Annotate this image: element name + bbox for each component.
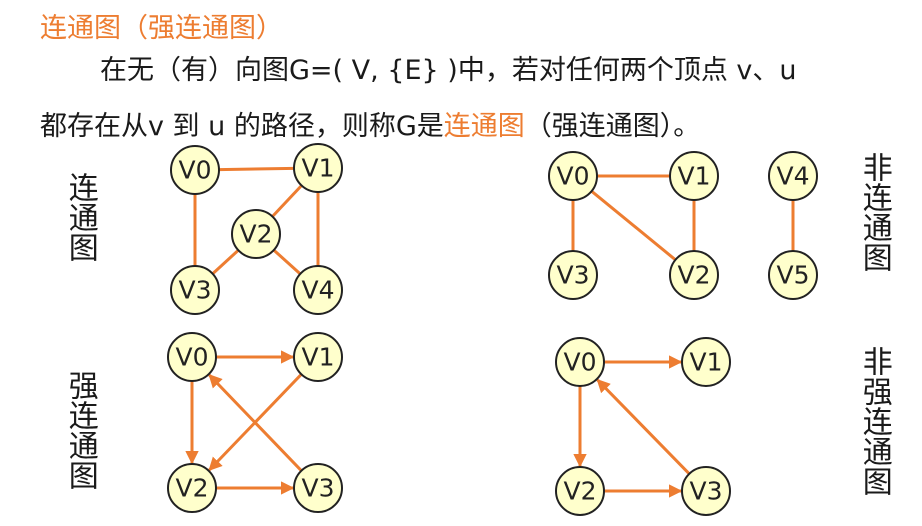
connected-node-V0: V0 [170,145,220,195]
definition-line-2: 都存在从v 到 u 的路径，则称G是连通图（强连通图）。 [40,104,700,143]
not-connected-node-V1-label: V1 [677,162,710,191]
label-strongly-connected: 强连通图 [62,370,98,490]
not-strongly-connected-node-V1: V1 [681,337,731,387]
strongly-connected-node-V2-circle [167,463,217,513]
label-not-strongly-connected: 非强连通图 [856,346,892,496]
label-not-connected: 非连通图 [856,152,892,272]
connected-node-V0-label: V0 [178,156,211,185]
not-connected-node-V2: V2 [669,250,719,300]
not-strongly-connected-node-V3: V3 [681,466,731,516]
strongly-connected-node-V3-circle [293,463,343,513]
edges-layer [185,166,795,498]
strongly-connected-node-V0: V0 [167,332,217,382]
definition-line-1: 在无（有）向图G=( V, {E} )中，若对任何两个顶点 v、u [100,55,797,86]
not-strongly-connected-node-V1-label: V1 [689,348,722,377]
strongly-connected-node-V1: V1 [293,332,343,382]
not-strongly-connected-node-V0-label: V0 [563,348,596,377]
connected-edge-V1-V2 [271,184,303,218]
not-connected-node-V0-label: V0 [556,162,589,191]
connected-node-V0-circle [170,145,220,195]
not-connected-node-V1-circle [669,151,719,201]
connected-node-V3-circle [170,265,220,315]
not-connected-node-V0: V0 [548,151,598,201]
not-connected-node-V4-circle [768,151,818,201]
strongly-connected-node-V2: V2 [167,463,217,513]
not-connected-node-V2-label: V2 [677,261,710,290]
connected-node-V1: V1 [293,143,343,193]
not-connected-node-V4-label: V4 [776,162,809,191]
strongly-connected-node-V1-label: V1 [301,343,334,372]
connected-edge-V2-V4 [272,248,302,276]
definition-line-2-prefix: 都存在从v 到 u 的路径，则称G是 [40,111,444,142]
strongly-connected-edge-V1-V2 [208,373,303,472]
label-connected: 连通图 [62,172,98,262]
not-connected-node-V5-label: V5 [776,261,809,290]
connected-node-V2-label: V2 [239,220,272,249]
connected-node-V2-circle [231,209,281,259]
strongly-connected-node-V1-circle [293,332,343,382]
not-connected-edge-V0-V2 [590,190,677,261]
not-strongly-connected-node-V3-circle [681,466,731,516]
not-connected-node-V5-circle [768,250,818,300]
connected-node-V4: V4 [293,265,343,315]
connected-node-V2: V2 [231,209,281,259]
not-strongly-connected-edge-V3-V0 [596,378,691,475]
definition-line-2-suffix: （强连通图）。 [524,111,701,142]
not-strongly-connected-node-V2-circle [555,466,605,516]
not-strongly-connected-node-V0: V0 [555,337,605,387]
strongly-connected-node-V0-circle [167,332,217,382]
not-connected-node-V1: V1 [669,151,719,201]
strongly-connected-node-V2-label: V2 [175,474,208,503]
connected-node-V4-circle [293,265,343,315]
not-strongly-connected-node-V1-circle [681,337,731,387]
definition-highlight: 连通图 [443,111,525,142]
connected-node-V3: V3 [170,265,220,315]
connected-node-V4-label: V4 [301,276,334,305]
connected-edge-V0-V1 [218,166,295,172]
connected-node-V1-label: V1 [301,154,334,183]
not-connected-node-V3-label: V3 [556,261,589,290]
not-strongly-connected-node-V3-label: V3 [689,477,722,506]
connected-node-V1-circle [293,143,343,193]
not-strongly-connected-node-V2-label: V2 [563,477,596,506]
strongly-connected-node-V3: V3 [293,463,343,513]
connected-edge-V2-V3 [211,249,240,275]
heading: 连通图（强连通图） [40,13,283,44]
strongly-connected-node-V0-label: V0 [175,343,208,372]
not-connected-node-V2-circle [669,250,719,300]
not-strongly-connected-node-V2: V2 [555,466,605,516]
not-connected-node-V3-circle [548,250,598,300]
connected-node-V3-label: V3 [178,276,211,305]
strongly-connected-node-V3-label: V3 [301,474,334,503]
not-connected-node-V0-circle [548,151,598,201]
not-connected-node-V3: V3 [548,250,598,300]
not-connected-node-V4: V4 [768,151,818,201]
not-connected-node-V5: V5 [768,250,818,300]
not-strongly-connected-node-V0-circle [555,337,605,387]
